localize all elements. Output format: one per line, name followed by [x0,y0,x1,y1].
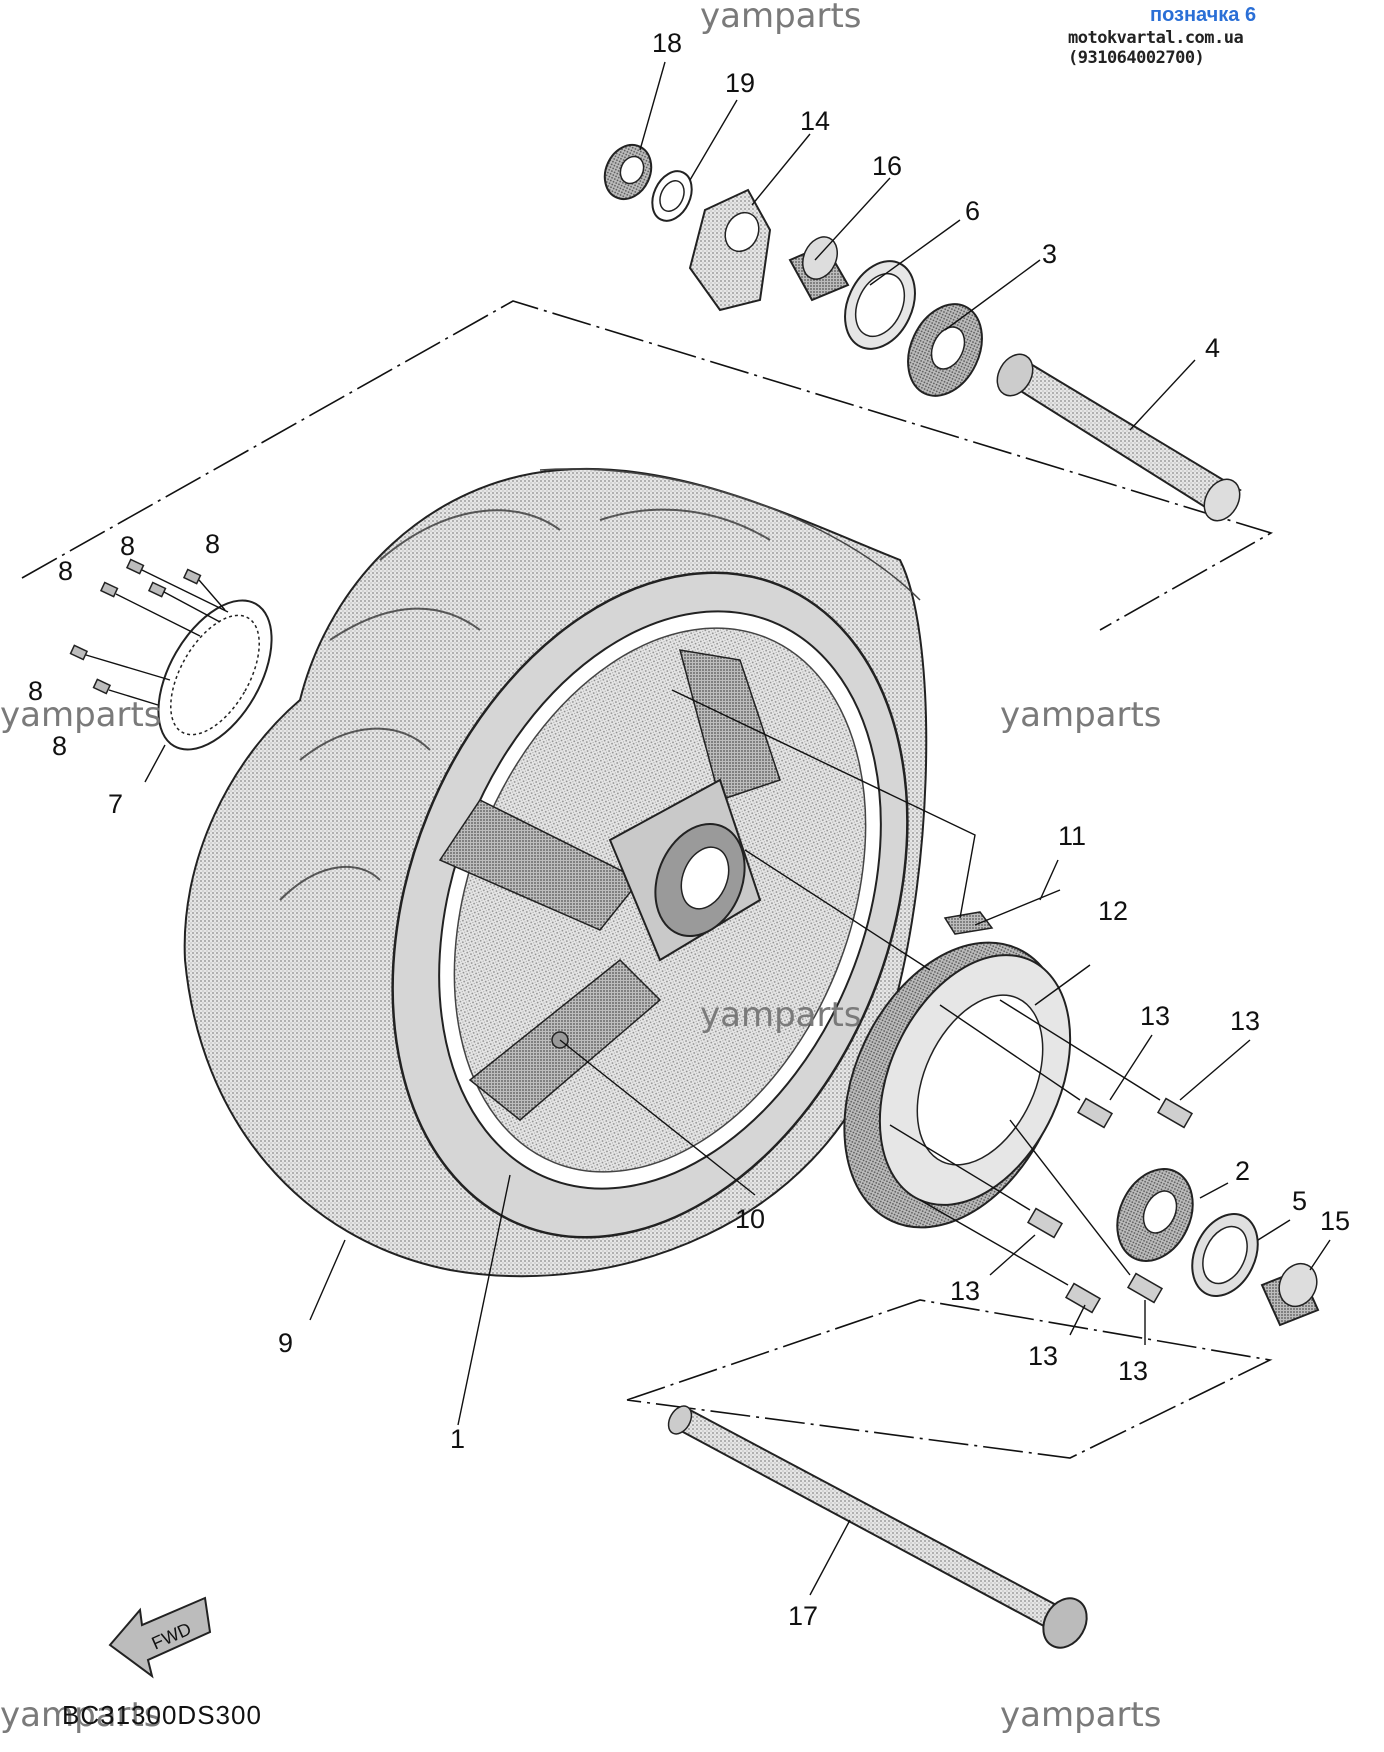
header-site: motokvartal.com.ua (931064002700) [1068,28,1244,68]
callout-5: 5 [1292,1186,1307,1216]
callout-10: 10 [735,1204,765,1234]
callout-8d: 8 [28,676,43,706]
callout-3: 3 [1042,239,1057,269]
washer-19 [651,170,693,222]
callout-13d: 13 [1028,1341,1058,1371]
callout-6: 6 [965,196,980,226]
callout-7: 7 [108,789,123,819]
watermark: yamparts [1000,1695,1162,1735]
header-title: позначка 6 [1150,4,1257,26]
watermark: yamparts [0,695,162,735]
callout-11: 11 [1058,821,1086,851]
bearing-right [1116,1168,1194,1262]
callout-numbers: 1 2 3 4 5 6 7 8 8 8 8 8 9 10 11 12 13 13… [28,28,1350,1631]
fwd-arrow-icon: FWD [108,1596,212,1679]
oil-seal-6 [844,260,916,350]
collar-16 [788,236,850,302]
watermark: yamparts [700,995,862,1035]
lower-dashdot-frame [626,1299,1273,1459]
callout-18: 18 [652,28,682,58]
collar-right [1260,1262,1320,1327]
sensor-rotor [157,599,273,751]
callout-13a: 13 [1140,1001,1170,1031]
diagram-code: BC31300DS300 [62,1700,262,1730]
callout-8e: 8 [52,731,67,761]
callout-15: 15 [1320,1206,1350,1236]
watermark: yamparts [1000,695,1162,735]
callout-2: 2 [1235,1156,1250,1186]
callout-8a: 8 [58,556,73,586]
callout-13c: 13 [950,1276,980,1306]
pulley-bolts [1026,1097,1194,1314]
callout-14: 14 [800,106,830,136]
pulley-bolt-leaders [744,849,1161,1286]
callout-13b: 13 [1230,1006,1260,1036]
callout-8c: 8 [205,529,220,559]
watermark: yamparts [700,0,862,36]
callout-19: 19 [725,68,755,98]
oil-seal-right [1191,1213,1259,1297]
callout-leaders [144,61,1331,1596]
upper-dashdot-frame [21,300,1274,631]
rotor-bolts [69,558,202,695]
wheel-axle-17 [667,1405,1088,1649]
balance-weight [671,689,994,935]
drive-pulley [843,941,1072,1229]
callout-17: 17 [788,1601,818,1631]
bracket-14 [688,188,772,312]
spacer-4 [996,353,1242,522]
callout-1: 1 [450,1424,465,1454]
wheel-rim [391,571,909,1239]
callout-12: 12 [1098,896,1128,926]
bearing-3 [907,303,983,397]
callout-16: 16 [872,151,902,181]
bolt-leaders [85,569,229,706]
callout-8b: 8 [120,531,135,561]
callout-13e: 13 [1118,1356,1148,1386]
callout-4: 4 [1205,333,1220,363]
watermark: yamparts [0,1695,162,1735]
callout-9: 9 [278,1328,293,1358]
collar-18 [603,143,653,201]
